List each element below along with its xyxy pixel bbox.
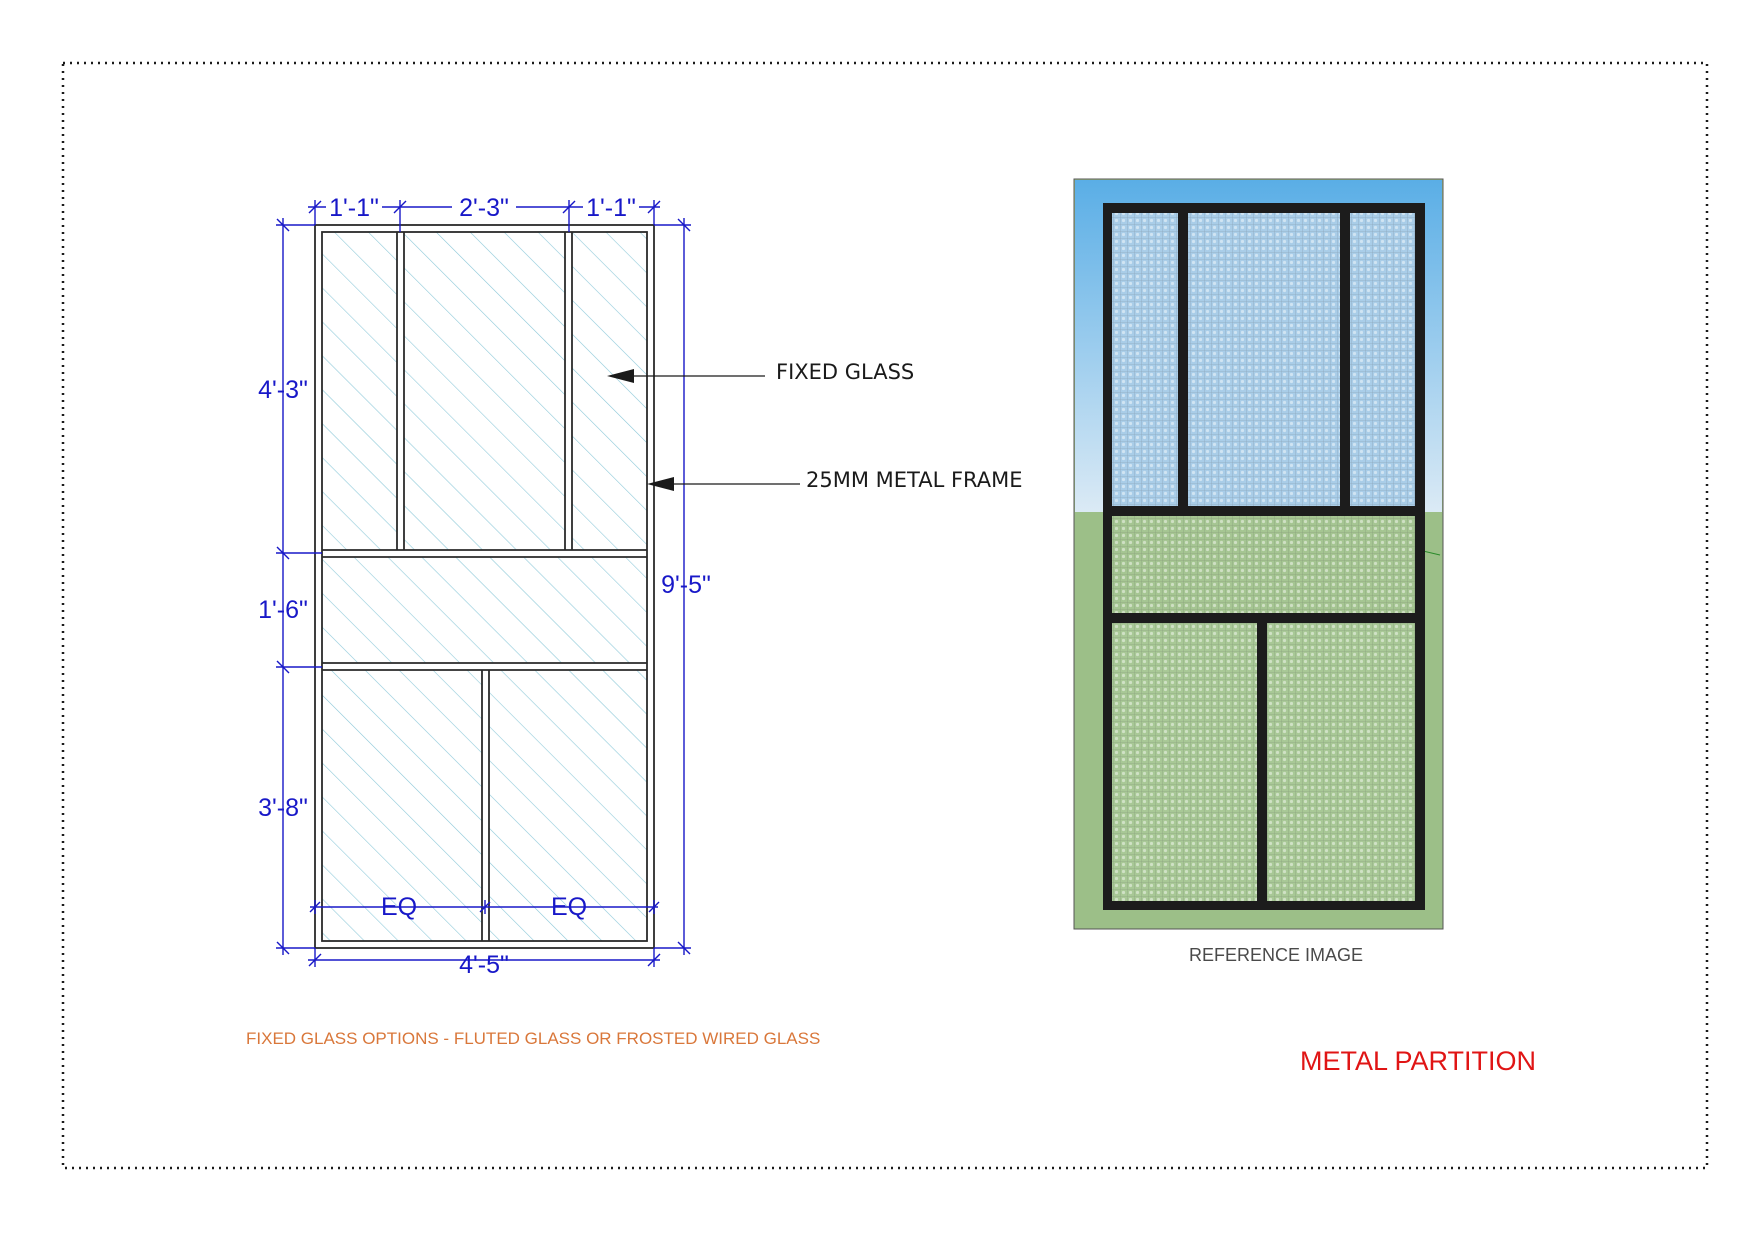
glass-options-note: FIXED GLASS OPTIONS - FLUTED GLASS OR FR…	[246, 1029, 820, 1048]
dim-lower-height: 3'-8"	[258, 794, 308, 822]
callout-fixed-glass: FIXED GLASS	[607, 360, 914, 384]
drawing-title: METAL PARTITION	[1300, 1046, 1536, 1076]
callout-metal-frame-label: 25MM METAL FRAME	[806, 468, 1023, 492]
dim-upper-height: 4'-3"	[258, 376, 308, 404]
partition-elevation: 1'-1" 2'-3" 1'-1" 4'-3" 1'-6" 3'-8" 9'-5…	[258, 192, 1023, 979]
reference-image-caption: REFERENCE IMAGE	[1189, 945, 1363, 965]
callout-fixed-glass-label: FIXED GLASS	[776, 360, 914, 384]
glass-panel-top-center	[404, 232, 565, 550]
dim-top-right: 1'-1"	[586, 194, 636, 222]
metal-frame	[314, 224, 655, 949]
dim-total-width: 4'-5"	[459, 951, 509, 979]
glass-panel-top-left	[322, 232, 397, 550]
dim-bottom-eq-right: EQ	[551, 893, 587, 921]
glass-panel-middle	[322, 557, 647, 663]
callout-metal-frame: 25MM METAL FRAME	[647, 468, 1023, 492]
glass-panel-bottom-left	[322, 670, 482, 941]
dim-top-center: 2'-3"	[459, 194, 509, 222]
sheet-border	[61, 61, 1709, 1170]
glass-panel-top-right	[572, 232, 647, 550]
dimension-labels: 1'-1" 2'-3" 1'-1" 4'-3" 1'-6" 3'-8" 9'-5…	[258, 192, 711, 979]
dimension-lines	[276, 200, 691, 967]
dim-total-height: 9'-5"	[661, 571, 711, 599]
dim-bottom-eq-left: EQ	[381, 893, 417, 921]
reference-panes	[1112, 213, 1415, 901]
glass-panel-bottom-right	[489, 670, 647, 941]
dim-middle-height: 1'-6"	[258, 596, 308, 624]
dim-top-left: 1'-1"	[329, 194, 379, 222]
reference-image: REFERENCE IMAGE	[1073, 178, 1444, 965]
